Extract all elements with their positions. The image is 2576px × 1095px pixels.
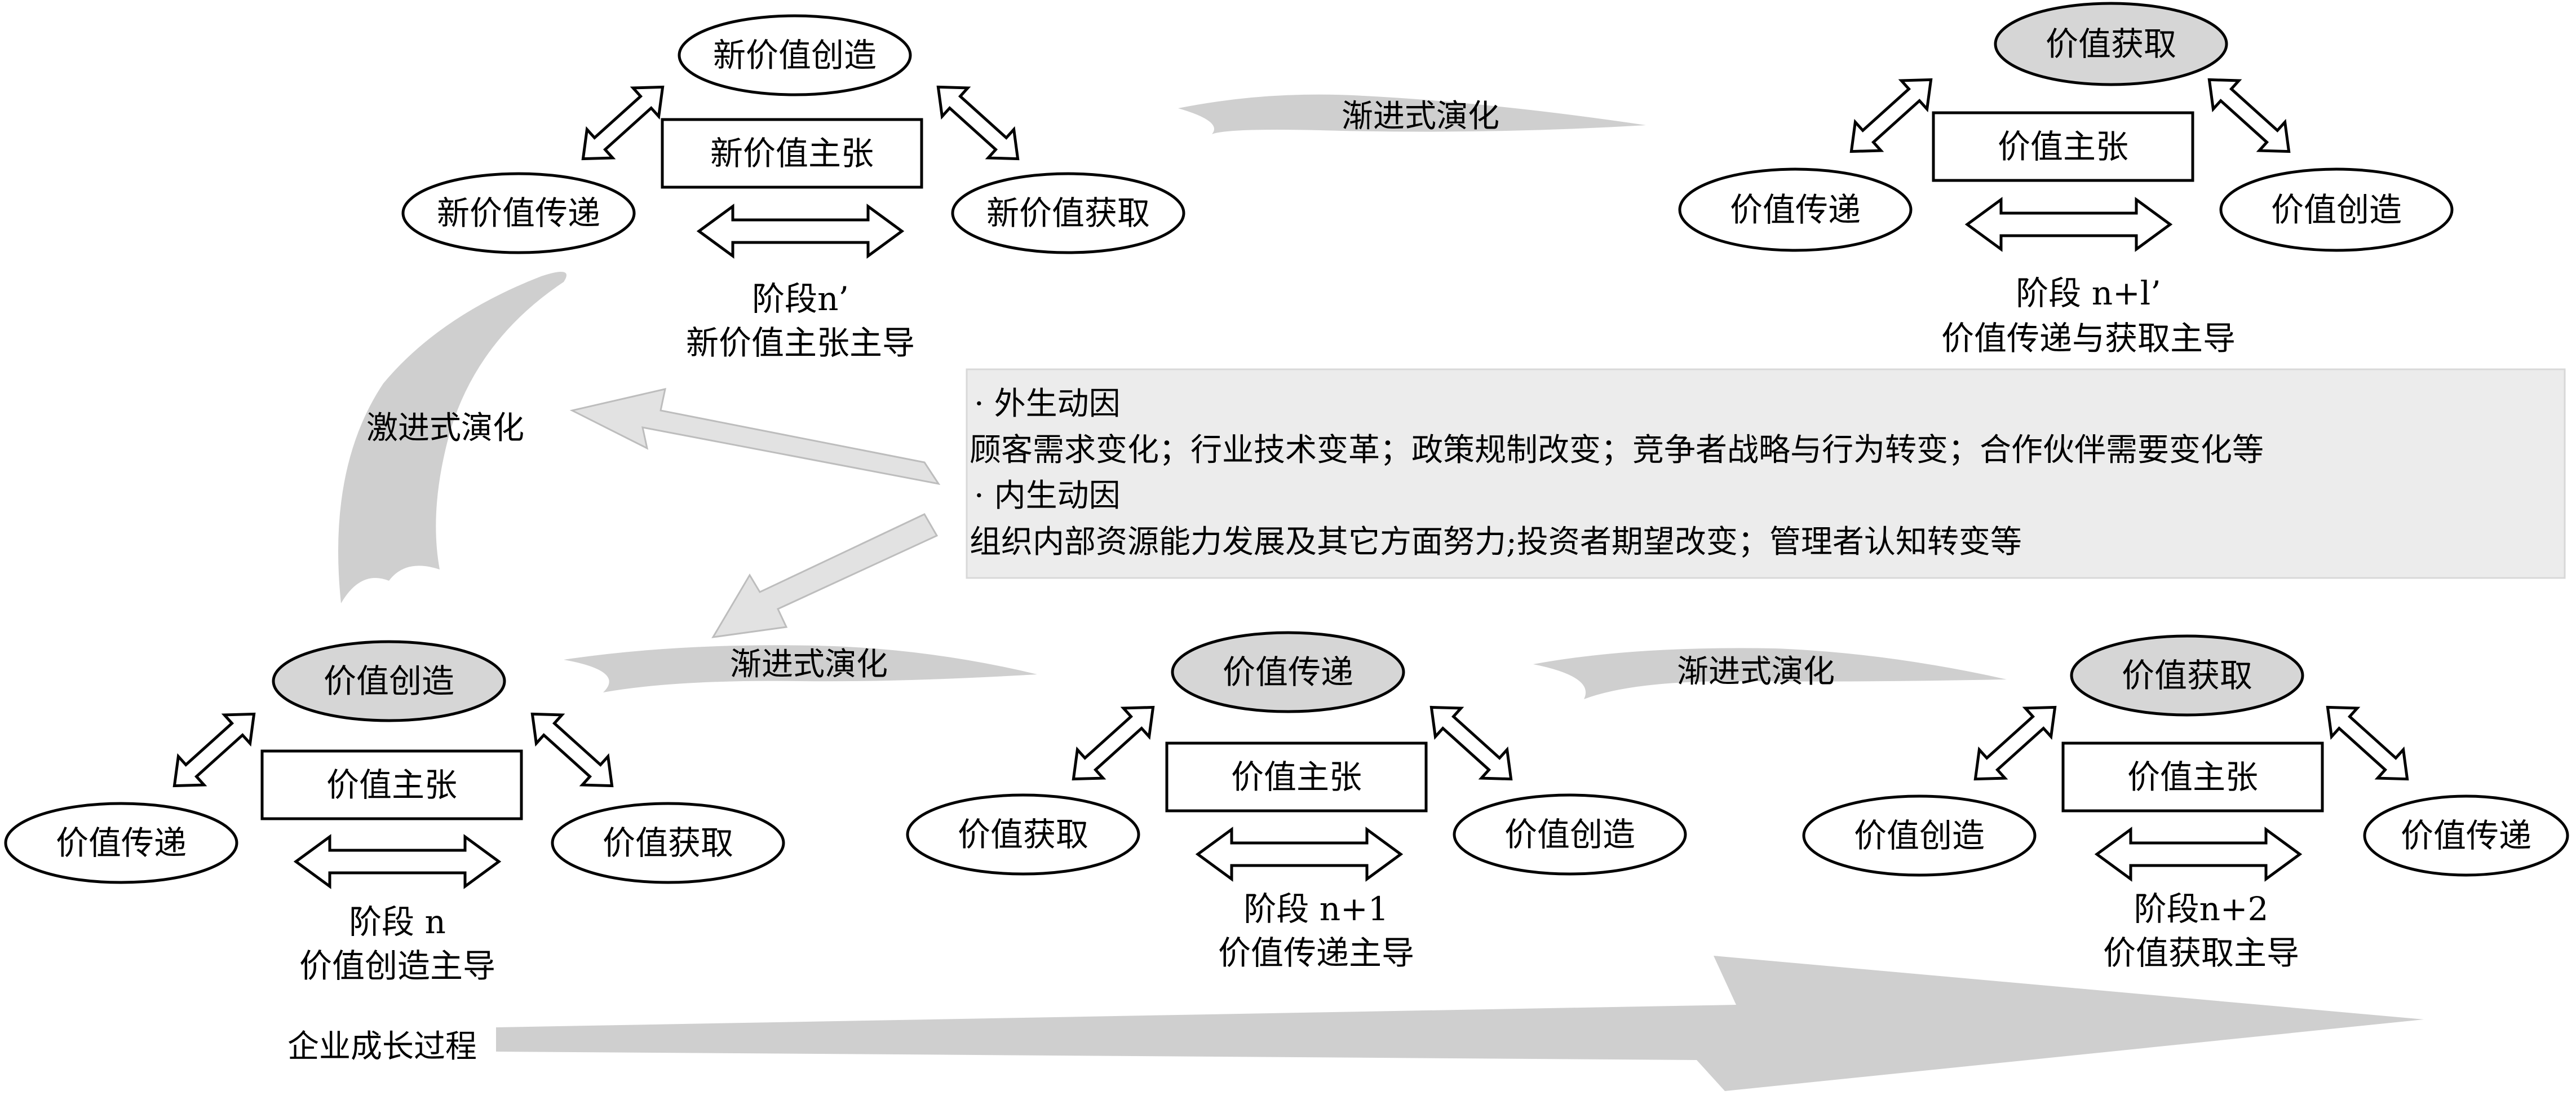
node-value-delivery-hl bbox=[1171, 631, 1405, 713]
node-value-capture-label: 价值获取 bbox=[958, 815, 1088, 854]
incremental-swoosh-bottom-right bbox=[1533, 648, 2007, 699]
stage-label: 阶段 n+l’ bbox=[2016, 274, 2161, 312]
stage-leader: 价值传递主导 bbox=[1218, 934, 1414, 972]
node-value-delivery bbox=[1678, 167, 1913, 252]
node-value-capture-hl-label: 价值获取 bbox=[2046, 25, 2176, 63]
cluster-stage-n-prime: 新价值创造 新价值主张 新价值传递 新价值获取 阶段n’ 新价值主张主导 bbox=[401, 14, 1185, 362]
cluster-stage-n: 价值创造 价值主张 价值传递 价值获取 阶段 n 价值创造主导 bbox=[4, 640, 785, 985]
double-arrow-right bbox=[2315, 693, 2420, 793]
double-arrow-left bbox=[162, 700, 267, 800]
double-arrow-horizontal bbox=[1198, 829, 1401, 879]
label-incremental-bottom-right: 渐进式演化 bbox=[1677, 654, 1835, 690]
exogenous-text: 顾客需求变化；行业技术变革；政策规制改变；竞争者战略与行为转变；合作伙伴需要变化… bbox=[970, 432, 2264, 469]
node-value-creation-label: 价值创造 bbox=[1504, 815, 1635, 854]
double-arrow-right bbox=[1419, 693, 1524, 793]
node-new-value-capture bbox=[951, 172, 1185, 254]
box-new-value-proposition bbox=[661, 118, 923, 189]
label-incremental-bottom-left: 渐进式演化 bbox=[730, 646, 888, 683]
node-value-delivery bbox=[4, 802, 238, 884]
endogenous-text: 组织内部资源能力发展及其它方面努力;投资者期望改变；管理者认知转变等 bbox=[970, 524, 2022, 560]
label-incremental-top: 渐进式演化 bbox=[1342, 98, 1499, 135]
double-arrow-left bbox=[1061, 693, 1166, 793]
box-value-proposition-label: 价值主张 bbox=[1998, 127, 2128, 166]
stage-label: 阶段n’ bbox=[752, 280, 849, 318]
incremental-swoosh-bottom-left bbox=[564, 645, 1037, 692]
node-value-creation-hl-label: 价值创造 bbox=[324, 662, 454, 700]
node-value-capture bbox=[551, 802, 785, 884]
node-value-creation bbox=[1453, 793, 1687, 876]
driver-pointer-upper bbox=[569, 388, 941, 485]
box-value-proposition bbox=[1165, 741, 1428, 813]
incremental-swoosh-top bbox=[1178, 94, 1646, 134]
endogenous-title: · 内生动因 bbox=[974, 478, 1121, 514]
label-radical: 激进式演化 bbox=[366, 410, 524, 447]
node-value-capture bbox=[906, 793, 1140, 876]
stage-leader: 价值创造主导 bbox=[299, 947, 495, 985]
driver-pointer-lower bbox=[711, 513, 939, 638]
radical-evolution-arrow bbox=[338, 272, 566, 603]
box-value-proposition-label: 价值主张 bbox=[326, 766, 457, 804]
node-value-capture-label: 价值获取 bbox=[603, 824, 733, 862]
stage-label: 阶段 n+1 bbox=[1243, 890, 1388, 928]
double-arrow-horizontal bbox=[296, 837, 499, 886]
node-value-capture-hl-label: 价值获取 bbox=[2122, 656, 2252, 695]
double-arrow-horizontal bbox=[699, 206, 902, 256]
node-value-creation bbox=[1802, 794, 2037, 877]
double-arrow-horizontal bbox=[1967, 200, 2170, 249]
stage-label: 阶段n+2 bbox=[2134, 890, 2269, 928]
double-arrow-horizontal bbox=[2097, 829, 2300, 879]
box-value-proposition bbox=[1932, 111, 2194, 182]
node-new-value-delivery-label: 新价值传递 bbox=[437, 194, 600, 232]
stage-leader: 新价值主张主导 bbox=[686, 324, 915, 362]
node-new-value-creation bbox=[678, 14, 912, 96]
node-value-delivery bbox=[2363, 794, 2569, 877]
label-growth: 企业成长过程 bbox=[287, 1028, 477, 1065]
node-new-value-capture-label: 新价值获取 bbox=[986, 194, 1150, 232]
box-value-proposition bbox=[260, 749, 523, 820]
node-value-capture-hl bbox=[1994, 2, 2228, 86]
node-value-delivery-label: 价值传递 bbox=[2401, 816, 2531, 855]
double-arrow-left bbox=[1839, 65, 1944, 166]
node-value-creation-label: 价值创造 bbox=[2271, 191, 2402, 229]
double-arrow-right bbox=[2197, 65, 2302, 166]
growth-process-arrow bbox=[496, 956, 2424, 1091]
node-new-value-delivery bbox=[401, 172, 636, 254]
double-arrow-left bbox=[1963, 693, 2068, 793]
node-value-capture-hl bbox=[2070, 634, 2304, 717]
node-value-creation-label: 价值创造 bbox=[1854, 816, 1985, 855]
double-arrow-right bbox=[926, 73, 1031, 173]
node-new-value-creation-label: 新价值创造 bbox=[713, 36, 877, 74]
stage-leader: 价值获取主导 bbox=[2103, 934, 2299, 972]
cluster-stage-n-plus-l-prime: 价值获取 价值主张 价值传递 价值创造 阶段 n+l’ 价值传递与获取主导 bbox=[1678, 2, 2454, 357]
node-value-delivery-label: 价值传递 bbox=[56, 824, 187, 862]
stage-leader: 价值传递与获取主导 bbox=[1941, 319, 2236, 357]
node-value-creation-hl bbox=[272, 640, 506, 722]
double-arrow-right bbox=[520, 700, 625, 800]
drivers-box bbox=[966, 368, 2566, 579]
box-value-proposition bbox=[2061, 741, 2324, 813]
box-value-proposition-label: 价值主张 bbox=[2127, 758, 2258, 796]
cluster-stage-n-plus-1: 价值传递 价值主张 价值获取 价值创造 阶段 n+1 价值传递主导 bbox=[906, 631, 1687, 972]
exogenous-title: · 外生动因 bbox=[974, 386, 1121, 422]
double-arrow-left bbox=[570, 73, 676, 173]
box-value-proposition-label: 价值主张 bbox=[1231, 758, 1362, 796]
cluster-stage-n-plus-2: 价值获取 价值主张 价值创造 价值传递 阶段n+2 价值获取主导 bbox=[1802, 634, 2569, 972]
node-value-creation bbox=[2219, 167, 2454, 252]
stage-label: 阶段 n bbox=[349, 903, 446, 941]
node-value-delivery-label: 价值传递 bbox=[1730, 191, 1861, 229]
box-new-value-proposition-label: 新价值主张 bbox=[710, 134, 874, 173]
node-value-delivery-hl-label: 价值传递 bbox=[1223, 653, 1353, 691]
